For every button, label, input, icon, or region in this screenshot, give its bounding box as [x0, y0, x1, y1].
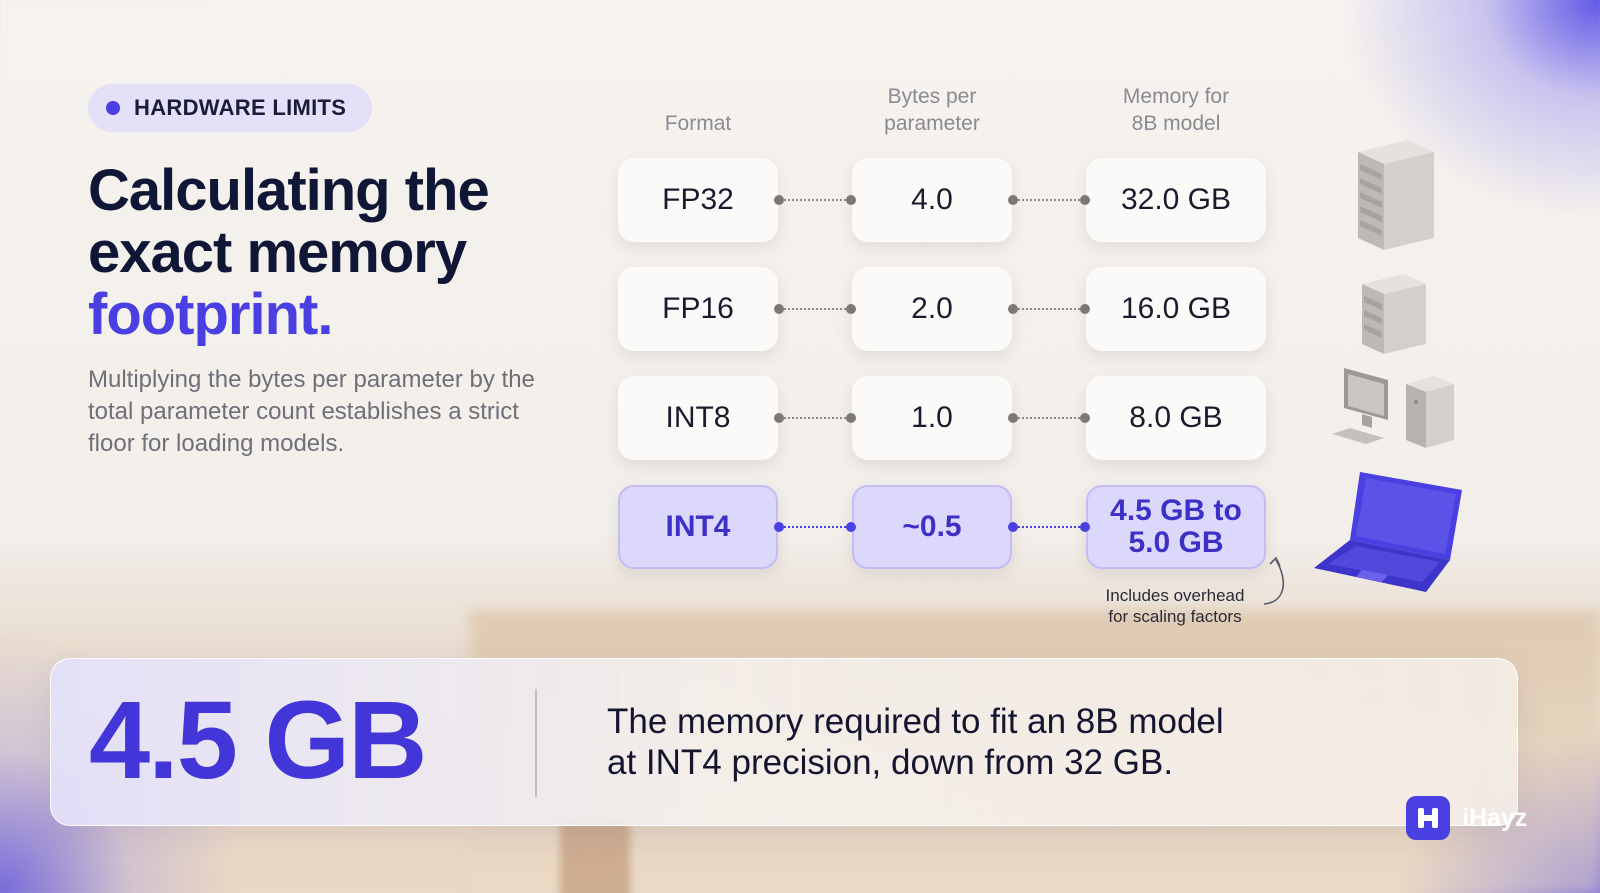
bytes-cell-fp32: 4.0: [852, 158, 1012, 242]
connector-dot: [1008, 413, 1018, 423]
bytes-cell-int8: 1.0: [852, 376, 1012, 460]
connector-dot: [1008, 304, 1018, 314]
connector-dot: [1080, 413, 1090, 423]
column-header-memory-line-1: Memory for: [1122, 85, 1230, 108]
connector-line: [784, 526, 846, 528]
server-tower-icon: [1358, 140, 1434, 250]
column-header-memory-line-2: 8B model: [1131, 112, 1221, 135]
curved-arrow-icon: [1263, 556, 1284, 605]
title-accent: footprint.: [88, 282, 333, 347]
connector-dot: [846, 413, 856, 423]
format-cell-int4: INT4: [618, 485, 778, 569]
summary-description: The memory required to fit an 8B model a…: [607, 701, 1307, 783]
laptop-icon: [1314, 472, 1462, 592]
connector-line: [784, 417, 846, 419]
summary-divider: [535, 689, 537, 797]
format-cell-fp32: FP32: [618, 158, 778, 242]
connector-line: [784, 308, 846, 310]
memory-cell-int8: 8.0 GB: [1086, 376, 1266, 460]
summary-panel: 4.5 GB The memory required to fit an 8B …: [50, 658, 1518, 826]
summary-description-line-1: The memory required to fit an 8B model: [607, 702, 1224, 741]
connector-line: [1018, 526, 1080, 528]
format-cell-int8: INT8: [618, 376, 778, 460]
title-line-1: Calculating the: [88, 158, 490, 223]
memory-cell-int4-line-2: 5.0 GB: [1128, 526, 1224, 559]
overhead-note: Includes overhead for scaling factors: [1090, 585, 1260, 627]
title-line-2: exact memory: [88, 220, 467, 285]
summary-value: 4.5 GB: [89, 679, 427, 802]
connector-dot: [1080, 195, 1090, 205]
memory-cell-int4: 4.5 GB to 5.0 GB: [1086, 485, 1266, 569]
connector-line: [1018, 199, 1080, 201]
brand-mark: iHayz: [1406, 796, 1527, 840]
desktop-computer-icon: [1332, 368, 1454, 448]
connector-dot: [1080, 522, 1090, 532]
column-header-memory: Memory for 8B model: [1086, 83, 1266, 137]
connector-dot: [1008, 522, 1018, 532]
connector-line: [784, 199, 846, 201]
section-badge: HARDWARE LIMITS: [88, 84, 373, 132]
connector-dot: [774, 195, 784, 205]
small-server-icon: [1362, 274, 1426, 354]
column-header-format-label: Format: [664, 112, 732, 135]
connector-dot: [1080, 304, 1090, 314]
memory-cell-fp32: 32.0 GB: [1086, 158, 1266, 242]
summary-description-line-2: at INT4 precision, down from 32 GB.: [607, 743, 1174, 782]
subtitle: Multiplying the bytes per parameter by t…: [88, 366, 535, 457]
connector-line: [1018, 417, 1080, 419]
overhead-note-line-2: for scaling factors: [1108, 607, 1242, 626]
connector-dot: [774, 413, 784, 423]
connector-dot: [774, 304, 784, 314]
page-title: Calculating the exact memory footprint.: [88, 158, 490, 347]
format-cell-fp16: FP16: [618, 267, 778, 351]
connector-dot: [846, 522, 856, 532]
bytes-cell-fp16: 2.0: [852, 267, 1012, 351]
connector-dot: [846, 304, 856, 314]
column-header-format: Format: [618, 110, 778, 137]
column-header-bytes-line-1: Bytes per: [887, 85, 977, 108]
connector-line: [1018, 308, 1080, 310]
badge-label: HARDWARE LIMITS: [134, 95, 347, 120]
table-leg: [560, 820, 630, 893]
column-header-bytes-line-2: parameter: [884, 112, 980, 135]
brand-name: iHayz: [1462, 803, 1528, 832]
connector-dot: [846, 195, 856, 205]
badge-dot-icon: [106, 101, 120, 115]
connector-dot: [1008, 195, 1018, 205]
memory-cell-int4-line-1: 4.5 GB to: [1110, 494, 1242, 527]
column-header-bytes: Bytes per parameter: [852, 83, 1012, 137]
memory-cell-fp16: 16.0 GB: [1086, 267, 1266, 351]
brand-logo-icon: [1406, 796, 1450, 840]
connector-dot: [774, 522, 784, 532]
bytes-cell-int4: ~0.5: [852, 485, 1012, 569]
overhead-note-line-1: Includes overhead: [1105, 586, 1245, 605]
